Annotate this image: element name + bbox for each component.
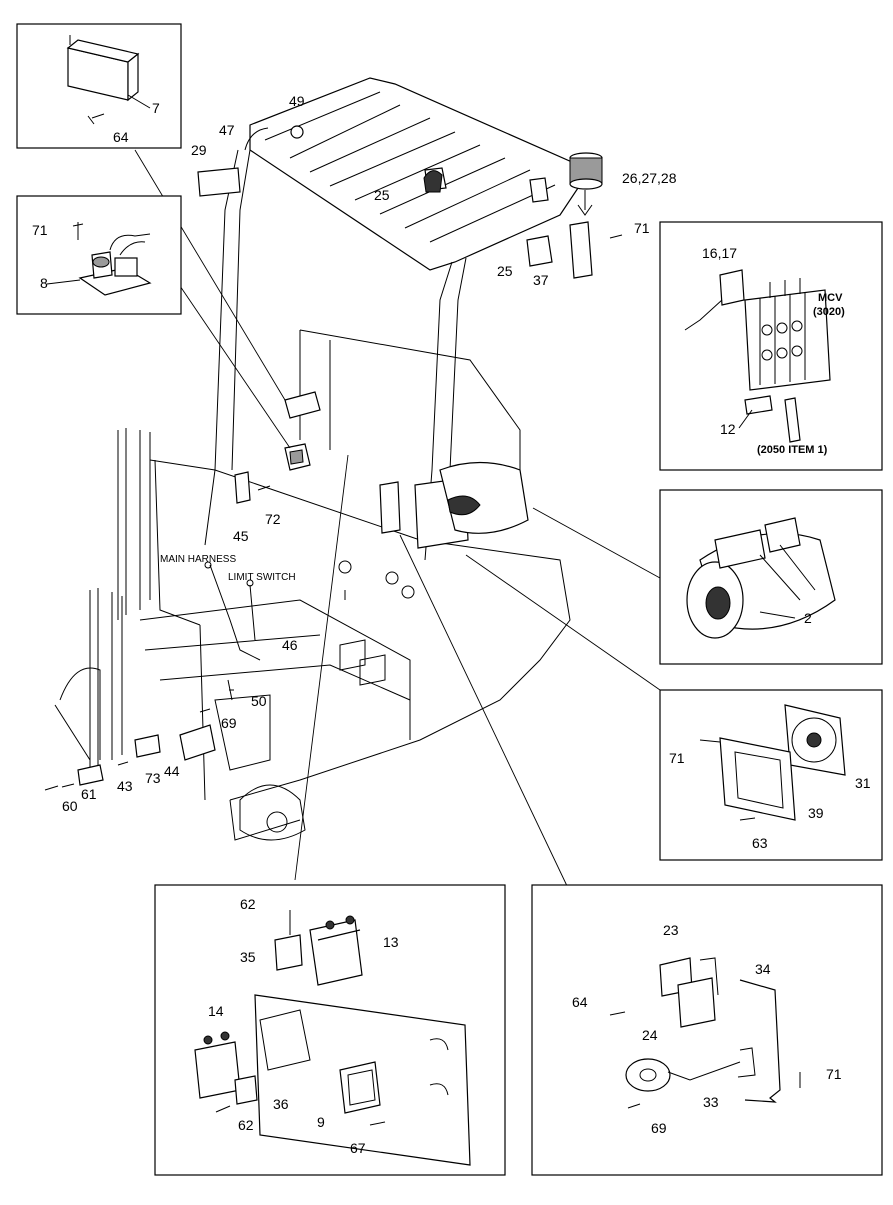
label-69-b: 69	[651, 1120, 667, 1136]
label-72: 72	[265, 511, 281, 527]
label-35: 35	[240, 949, 256, 965]
label-71-d: 71	[826, 1066, 842, 1082]
label-12: 12	[720, 421, 736, 437]
label-26-27-28: 26,27,28	[622, 170, 677, 186]
label-62: 62	[240, 896, 256, 912]
label-main-harness: MAIN HARNESS	[160, 554, 236, 565]
label-71: 71	[32, 222, 48, 238]
callout-labels: 7 64 71 8 49 47 29 25 25 26,27,28 71 37 …	[32, 93, 871, 1156]
label-43: 43	[117, 778, 133, 794]
inset-box-7	[16, 23, 182, 149]
label-44: 44	[164, 763, 180, 779]
leader-lines	[134, 149, 661, 889]
label-60: 60	[62, 798, 78, 814]
label-63: 63	[752, 835, 768, 851]
label-16-17: 16,17	[702, 245, 737, 261]
label-2: 2	[804, 610, 812, 626]
label-7: 7	[152, 100, 160, 116]
frame-components	[44, 125, 623, 791]
label-14: 14	[208, 1003, 224, 1019]
label-37: 37	[533, 272, 549, 288]
inset-box-motor	[659, 489, 883, 665]
label-limit-switch: LIMIT SWITCH	[228, 572, 296, 583]
label-25-b: 25	[497, 263, 513, 279]
label-46: 46	[282, 637, 298, 653]
label-25: 25	[374, 187, 390, 203]
label-39: 39	[808, 805, 824, 821]
inset-box-horn	[531, 884, 883, 1176]
label-61: 61	[81, 786, 97, 802]
label-69: 69	[221, 715, 237, 731]
label-33: 33	[703, 1094, 719, 1110]
label-62-b: 62	[238, 1117, 254, 1133]
inset-box-mcv	[659, 221, 883, 471]
label-item-ref: (2050 ITEM 1)	[757, 444, 828, 456]
label-49: 49	[289, 93, 305, 109]
inset-box-fan	[659, 689, 883, 861]
label-73: 73	[145, 770, 161, 786]
label-13: 13	[383, 934, 399, 950]
label-24: 24	[642, 1027, 658, 1043]
inset-box-8	[16, 195, 182, 315]
label-9: 9	[317, 1114, 325, 1130]
inset-box-contactors	[154, 884, 506, 1176]
label-47: 47	[219, 122, 235, 138]
label-67: 67	[350, 1140, 366, 1156]
label-64: 64	[113, 129, 129, 145]
label-71-c: 71	[669, 750, 685, 766]
label-8: 8	[40, 275, 48, 291]
label-50: 50	[251, 693, 267, 709]
label-45: 45	[233, 528, 249, 544]
label-mcv-code: (3020)	[813, 306, 845, 318]
label-36: 36	[273, 1096, 289, 1112]
label-mcv: MCV	[818, 292, 843, 304]
label-34: 34	[755, 961, 771, 977]
label-29: 29	[191, 142, 207, 158]
label-31: 31	[855, 775, 871, 791]
label-23: 23	[663, 922, 679, 938]
label-71-b: 71	[634, 220, 650, 236]
label-64-b: 64	[572, 994, 588, 1010]
truck-frame	[54, 77, 591, 841]
